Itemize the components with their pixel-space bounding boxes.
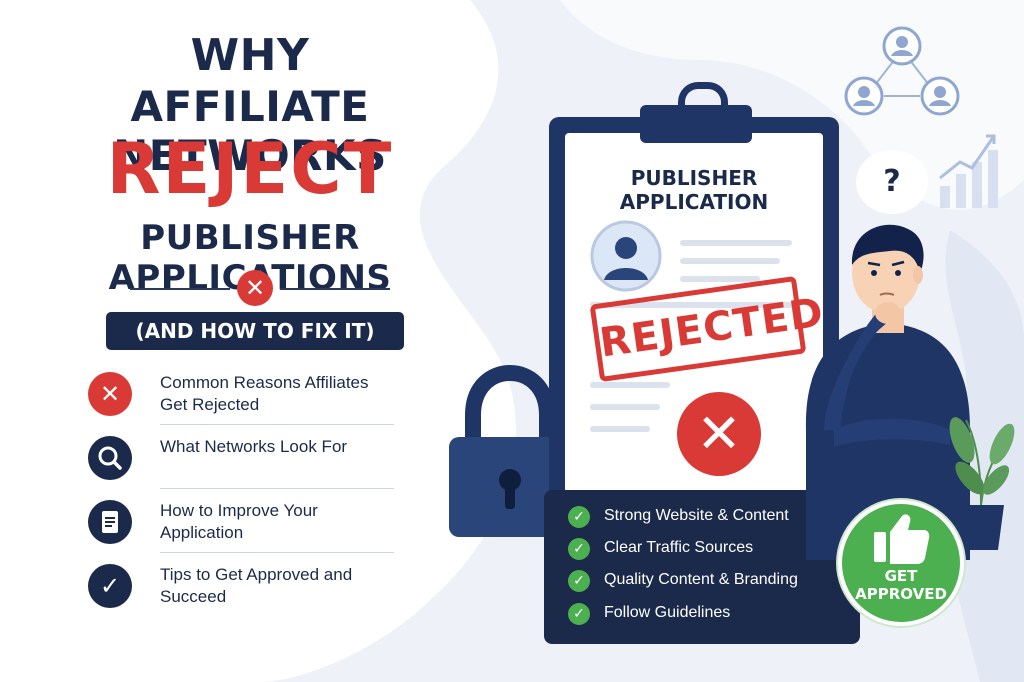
search-icon: [88, 436, 132, 480]
list-item-text: What Networks Look For: [160, 437, 348, 456]
x-icon: ✕: [88, 372, 132, 416]
text-line: [590, 426, 650, 432]
subtitle-banner: (AND HOW TO FIX IT): [106, 312, 404, 350]
list-item: ✓ Tips to Get Approved and Succeed: [88, 560, 394, 622]
avatar-icon: [590, 220, 662, 292]
check-icon: ✓: [568, 506, 590, 528]
list-item-text: How to Improve Your Application: [160, 501, 318, 542]
list-item: ✕ Common Reasons Affiliates Get Rejected: [88, 368, 394, 430]
list-item: What Networks Look For: [88, 432, 394, 494]
text-line: [590, 302, 798, 308]
text-line: [590, 404, 660, 410]
question-bubble: ?: [856, 150, 928, 214]
x-icon: ✕: [677, 392, 761, 476]
clipboard-clip: [640, 105, 752, 143]
padlock-icon: [449, 365, 571, 537]
text-line: [590, 382, 670, 388]
application-title: PUBLISHER APPLICATION: [619, 166, 769, 214]
divider-left: [130, 288, 230, 290]
text-line: [680, 258, 780, 264]
badge-line-2: APPROVED: [855, 585, 947, 603]
checklist-item: ✓ Strong Website & Content: [568, 505, 858, 531]
check-icon: ✓: [568, 570, 590, 592]
checklist-item: ✓ Follow Guidelines: [568, 602, 858, 628]
check-icon: ✓: [568, 538, 590, 560]
divider: [160, 552, 394, 553]
checklist-text: Follow Guidelines: [604, 604, 731, 621]
clip-ring: [678, 82, 728, 119]
thinking-person-illustration: [805, 224, 970, 560]
divider-right: [280, 288, 390, 290]
text-line: [680, 276, 760, 282]
text-line: [680, 240, 792, 246]
checklist-text: Clear Traffic Sources: [604, 539, 754, 556]
checklist-text: Strong Website & Content: [604, 507, 789, 524]
title-highlight: REJECT: [106, 128, 394, 210]
network-icon: [844, 26, 960, 116]
list-item-text: Common Reasons Affiliates Get Rejected: [160, 373, 369, 414]
list-item: How to Improve Your Application: [88, 496, 394, 558]
checklist-text: Quality Content & Branding: [604, 571, 798, 588]
thumbs-up-icon: [874, 514, 930, 564]
list-item-text: Tips to Get Approved and Succeed: [160, 565, 353, 606]
divider: [160, 488, 394, 489]
plant-illustration: [949, 417, 1015, 550]
application-paper: [565, 133, 823, 543]
badge-line-1: GET: [884, 567, 918, 585]
title-line-1: WHY: [190, 30, 310, 81]
title-line-2: AFFILIATE NETWORKS: [113, 82, 387, 180]
checklist-item: ✓ Clear Traffic Sources: [568, 537, 858, 563]
document-icon: [88, 500, 132, 544]
check-icon: ✓: [88, 564, 132, 608]
badge-text: GET APPROVED: [838, 567, 964, 603]
x-icon: ✕: [237, 270, 273, 306]
growth-chart-icon: [939, 134, 998, 208]
checklist-item: ✓ Quality Content & Branding: [568, 569, 858, 595]
divider: [160, 424, 394, 425]
check-icon: ✓: [568, 603, 590, 625]
